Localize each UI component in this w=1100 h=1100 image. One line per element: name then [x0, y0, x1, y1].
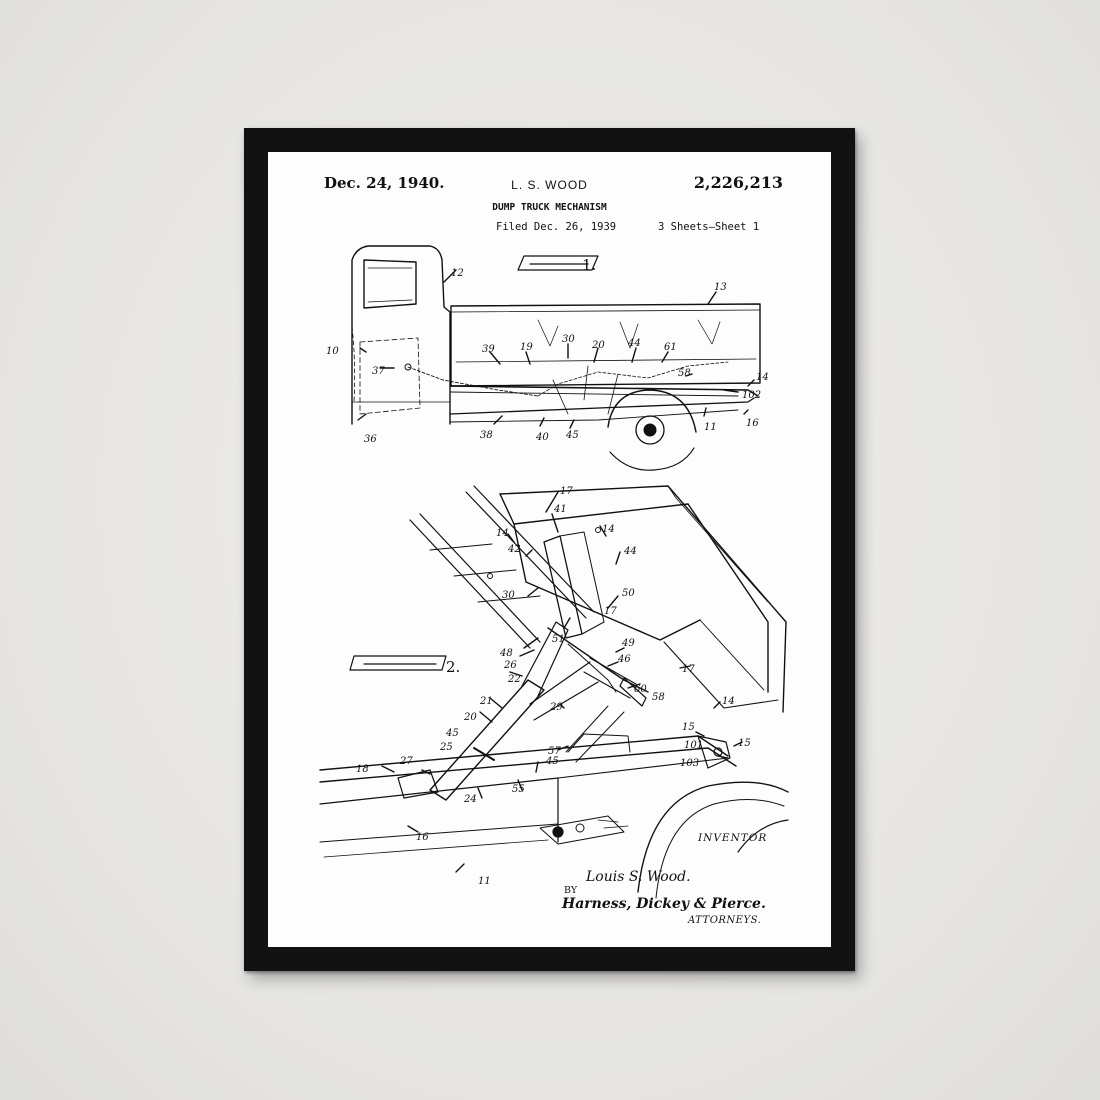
svg-text:25: 25: [439, 742, 453, 753]
svg-text:13: 13: [714, 282, 727, 293]
patent-print: Dec. 24, 1940. L. S. WOOD 2,226,213 DUMP…: [268, 152, 831, 947]
svg-text:15: 15: [682, 722, 695, 733]
svg-text:49: 49: [621, 638, 635, 649]
svg-text:2.: 2.: [446, 658, 460, 676]
svg-text:55: 55: [512, 784, 525, 795]
svg-text:48: 48: [499, 648, 513, 659]
svg-text:16: 16: [746, 418, 759, 429]
svg-text:36: 36: [364, 434, 377, 445]
svg-text:24: 24: [463, 794, 477, 805]
svg-text:17: 17: [682, 664, 695, 675]
svg-text:50: 50: [622, 588, 635, 599]
svg-text:57: 57: [548, 746, 561, 757]
svg-text:42: 42: [507, 544, 521, 555]
svg-text:14: 14: [756, 372, 769, 383]
svg-text:27: 27: [399, 756, 413, 767]
by-label: BY: [564, 885, 578, 896]
svg-text:46: 46: [617, 654, 631, 665]
svg-text:14: 14: [722, 696, 735, 707]
svg-text:103: 103: [680, 758, 699, 769]
svg-text:44: 44: [623, 546, 637, 557]
svg-text:12: 12: [451, 268, 464, 279]
svg-text:1.: 1.: [582, 256, 596, 274]
svg-text:58: 58: [678, 368, 691, 379]
svg-text:51: 51: [552, 634, 565, 645]
svg-text:101: 101: [684, 740, 703, 751]
fig1-drawing: [351, 245, 761, 471]
inventor-signature: Louis S. Wood.: [586, 869, 691, 885]
svg-text:45: 45: [545, 756, 559, 767]
svg-text:14: 14: [602, 524, 615, 535]
fig1-ref-numbers: 12 13 10 37 39 19 30 20 44 61 58 14 102 …: [326, 256, 769, 445]
patent-drawing: 12 13 10 37 39 19 30 20 44 61 58 14 102 …: [319, 245, 789, 899]
patent-date: Dec. 24, 1940.: [324, 174, 445, 192]
svg-text:39: 39: [482, 344, 495, 355]
svg-text:16: 16: [416, 832, 429, 843]
filed-date: Filed Dec. 26, 1939: [496, 221, 617, 233]
svg-text:45: 45: [445, 728, 459, 739]
svg-text:17: 17: [560, 486, 573, 497]
svg-text:17: 17: [604, 606, 617, 617]
sheet-count: 3 Sheets–Sheet 1: [658, 221, 760, 233]
svg-text:26: 26: [503, 660, 517, 671]
svg-text:20: 20: [591, 340, 605, 351]
svg-text:61: 61: [664, 342, 677, 353]
svg-text:45: 45: [565, 430, 579, 441]
attorney-signature: Harness, Dickey & Pierce.: [562, 896, 766, 912]
svg-text:60: 60: [634, 684, 647, 695]
svg-text:44: 44: [627, 338, 641, 349]
svg-text:20: 20: [463, 712, 477, 723]
fig2-drawing: [319, 485, 789, 899]
svg-text:40: 40: [535, 432, 549, 443]
svg-text:18: 18: [356, 764, 369, 775]
svg-text:11: 11: [704, 422, 717, 433]
fig2-ref-numbers: 17 41 14 14 42 44 30 50 17 51 48 26 49 4…: [356, 486, 751, 887]
svg-text:19: 19: [520, 342, 533, 353]
svg-text:30: 30: [502, 590, 515, 601]
attorneys-label: ATTORNEYS.: [688, 915, 762, 926]
inventor-name: L. S. WOOD: [511, 178, 588, 192]
svg-text:102: 102: [742, 390, 761, 401]
svg-text:37: 37: [372, 366, 385, 377]
svg-text:15: 15: [738, 738, 751, 749]
patent-title: DUMP TRUCK MECHANISM: [492, 202, 607, 213]
svg-text:22: 22: [507, 674, 521, 685]
svg-text:30: 30: [562, 334, 575, 345]
svg-text:38: 38: [480, 430, 493, 441]
svg-text:21: 21: [479, 696, 493, 707]
svg-text:10: 10: [326, 346, 339, 357]
svg-text:29: 29: [549, 702, 563, 713]
svg-text:14: 14: [496, 528, 509, 539]
svg-text:11: 11: [478, 876, 491, 887]
svg-text:58: 58: [652, 692, 665, 703]
svg-text:41: 41: [553, 504, 567, 515]
patent-number: 2,226,213: [693, 173, 783, 192]
inventor-label: INVENTOR: [698, 832, 768, 844]
